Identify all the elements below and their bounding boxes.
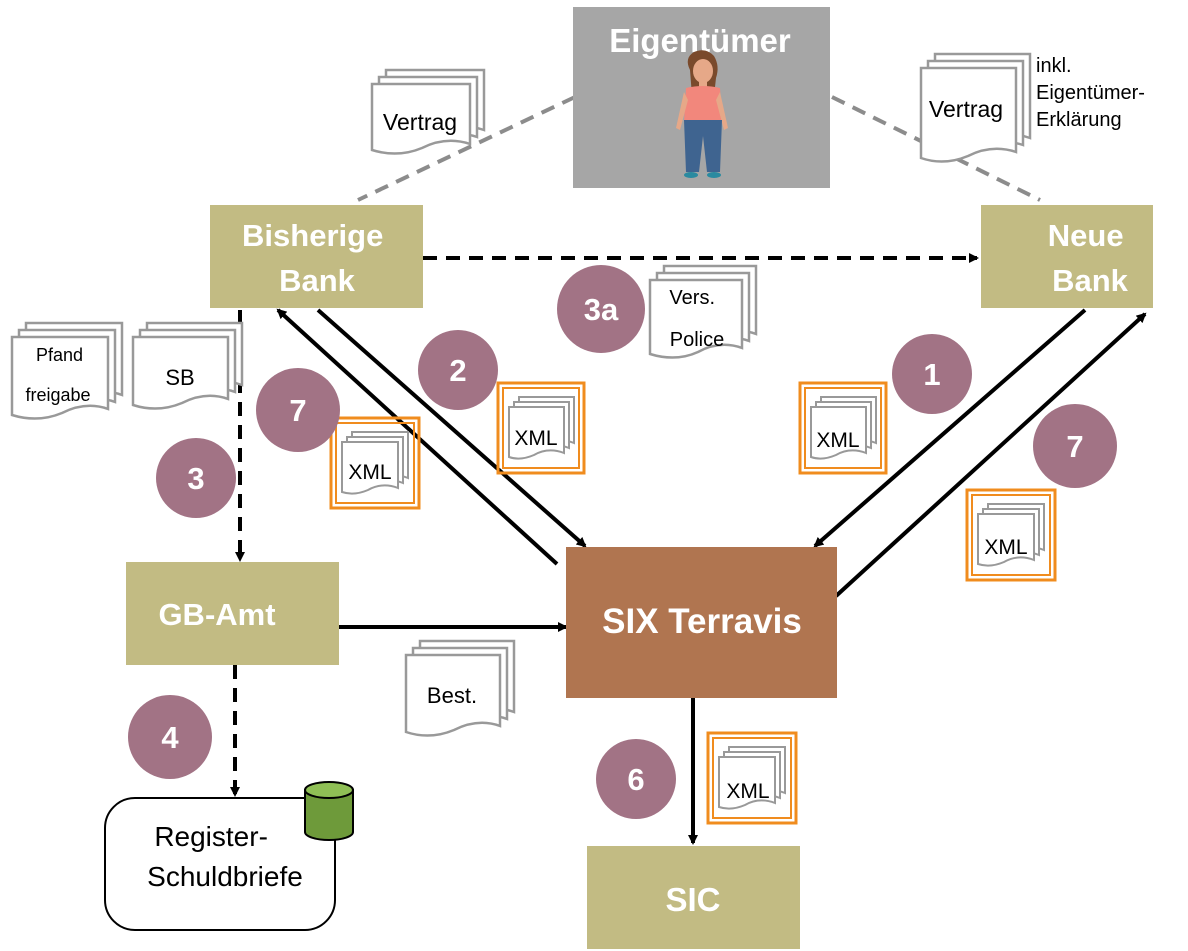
police-document-icon bbox=[648, 264, 758, 359]
gb-amt-node: GB-Amt bbox=[126, 562, 339, 665]
bisherige-bank-label: Bisherige Bank bbox=[242, 218, 392, 298]
xml-label: XML bbox=[514, 427, 557, 450]
vertrag-right-note-line-2: Eigentümer- bbox=[1036, 82, 1145, 104]
new-bank-to-terravis-arrow bbox=[813, 308, 1087, 548]
step-3a-label: 3a bbox=[584, 292, 619, 327]
xml-message-icon bbox=[496, 381, 586, 475]
step-1-marker: 1 bbox=[892, 334, 972, 414]
vertrag-right-note-line-3: Erklärung bbox=[1036, 109, 1122, 131]
step-4-label: 4 bbox=[161, 720, 179, 755]
police-label-line-1: Vers. bbox=[669, 287, 715, 309]
gb-amt-label: GB-Amt bbox=[158, 597, 275, 632]
xml-message-icon bbox=[329, 416, 421, 510]
neue-bank-label: Neue Bank bbox=[1048, 218, 1132, 298]
bisherige-bank-node: Bisherige Bank bbox=[210, 205, 423, 308]
sic-label: SIC bbox=[665, 881, 720, 918]
step-markers: 1 2 3 3a 4 6 7 7 bbox=[128, 265, 1117, 819]
xml-label: XML bbox=[348, 461, 391, 484]
vertrag-right-note: inkl. Eigentümer- Erklärung bbox=[1036, 55, 1151, 131]
sb-label: SB bbox=[165, 365, 194, 390]
vertrag-right-note-line-1: inkl. bbox=[1036, 55, 1072, 77]
terravis-to-new-bank-arrow bbox=[834, 312, 1147, 598]
xml-message-icon bbox=[798, 381, 888, 475]
step-7-right-label: 7 bbox=[1066, 429, 1083, 464]
step-7-left-label: 7 bbox=[289, 393, 306, 428]
vertrag-right-document-icon bbox=[919, 52, 1032, 163]
xml-label: XML bbox=[984, 536, 1027, 559]
xml-messages: XML XML XML bbox=[329, 381, 1057, 825]
sic-node: SIC bbox=[587, 846, 800, 949]
pfand-document-icon bbox=[10, 321, 124, 420]
step-7-left-marker: 7 bbox=[256, 368, 340, 452]
eigentuemer-node: Eigentümer bbox=[573, 7, 830, 188]
terravis-node: SIX Terravis bbox=[566, 547, 837, 698]
pfand-label-line-2: freigabe bbox=[25, 385, 90, 405]
step-6-marker: 6 bbox=[596, 739, 676, 819]
best-label: Best. bbox=[427, 683, 477, 708]
neue-bank-node: Neue Bank bbox=[981, 205, 1153, 308]
owner-to-old-bank-line bbox=[357, 95, 576, 202]
pfand-label: Pfand freigabe bbox=[25, 345, 90, 405]
xml-label: XML bbox=[816, 429, 859, 452]
sb-document-icon bbox=[131, 321, 244, 410]
terravis-label: SIX Terravis bbox=[602, 602, 802, 641]
police-label: Vers. Police bbox=[669, 287, 724, 351]
step-3a-marker: 3a bbox=[557, 265, 645, 353]
database-icon bbox=[304, 781, 354, 841]
step-4-marker: 4 bbox=[128, 695, 212, 779]
neue-bank-label-line-2: Bank bbox=[1052, 263, 1129, 298]
register-node: Register- Schuldbriefe bbox=[104, 781, 354, 931]
documents: Vertrag Vertrag inkl. Eigentümer- Erklär… bbox=[10, 52, 1151, 737]
xml-label: XML bbox=[726, 780, 769, 803]
step-1-label: 1 bbox=[923, 357, 940, 392]
xml-message-icon bbox=[965, 488, 1057, 582]
register-label-line-1: Register- bbox=[154, 821, 268, 852]
best-document-icon bbox=[404, 639, 516, 737]
register-label: Register- Schuldbriefe bbox=[147, 821, 303, 892]
old-bank-to-terravis-arrow bbox=[316, 308, 587, 548]
police-label-line-2: Police bbox=[670, 329, 724, 351]
vertrag-right-label: Vertrag bbox=[929, 96, 1003, 122]
xml-message-icon bbox=[706, 731, 798, 825]
step-2-label: 2 bbox=[449, 353, 466, 388]
vertrag-left-document-icon bbox=[370, 68, 486, 155]
bisherige-bank-label-line-1: Bisherige bbox=[242, 218, 383, 253]
step-2-marker: 2 bbox=[418, 330, 498, 410]
step-3-label: 3 bbox=[187, 461, 204, 496]
bisherige-bank-label-line-2: Bank bbox=[279, 263, 356, 298]
person-icon bbox=[676, 50, 728, 178]
step-3-marker: 3 bbox=[156, 438, 236, 518]
register-label-line-2: Schuldbriefe bbox=[147, 861, 303, 892]
pfand-label-line-1: Pfand bbox=[36, 345, 83, 365]
neue-bank-label-line-1: Neue bbox=[1048, 218, 1124, 253]
step-6-label: 6 bbox=[627, 762, 644, 797]
step-7-right-marker: 7 bbox=[1033, 404, 1117, 488]
vertrag-left-label: Vertrag bbox=[383, 109, 457, 135]
